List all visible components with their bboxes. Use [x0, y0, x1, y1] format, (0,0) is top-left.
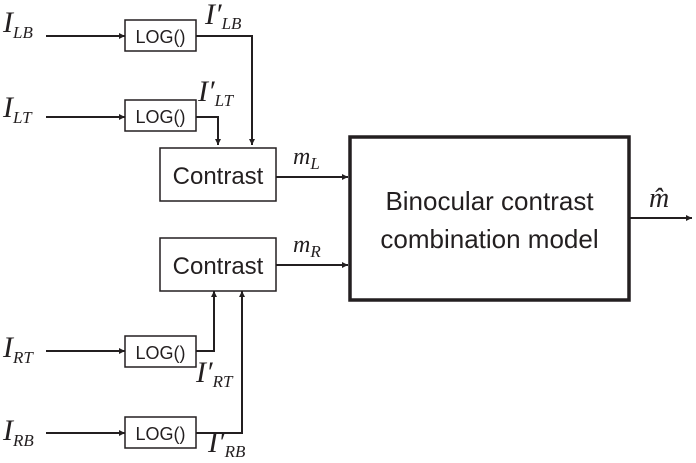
label-m-right: mR [293, 232, 321, 261]
label-input-lb: ILB [2, 6, 33, 42]
contrast-box-left-label: Contrast [173, 163, 264, 190]
label-input-lt: ILT [2, 91, 33, 127]
log-box-lt: LOG() [124, 99, 197, 132]
log-box-lb-label: LOG() [135, 27, 185, 47]
arrow-log-lb-to-contrast-l [196, 35, 255, 145]
arrow-log-rt-to-contrast-r [196, 291, 217, 352]
model-label-line1: Binocular contrast [385, 186, 594, 216]
arrow-log-lt-to-contrast-l [196, 116, 221, 145]
label-log-output-lb: I′LB [204, 0, 242, 33]
model-label-line2: combination model [380, 224, 598, 254]
arrow-log-rb-to-contrast-r [196, 291, 245, 434]
contrast-box-right: Contrast [159, 237, 277, 292]
label-log-output-lt: I′LT [197, 75, 235, 110]
contrast-box-left: Contrast [159, 147, 277, 202]
log-box-lt-label: LOG() [135, 107, 185, 127]
label-log-output-rt: I′RT [195, 356, 234, 391]
label-m-left: mL [293, 144, 320, 173]
contrast-box-right-label: Contrast [173, 253, 264, 280]
label-input-rt: IRT [2, 331, 34, 367]
label-output-m-hat: m̂ [649, 183, 669, 214]
binocular-model-box: Binocular contrast combination model [348, 135, 631, 302]
label-input-rb: IRB [2, 414, 34, 450]
log-box-rt: LOG() [124, 335, 197, 368]
log-box-rb-label: LOG() [135, 424, 185, 444]
log-box-rb: LOG() [124, 416, 197, 449]
label-log-output-rb: I′RB [207, 426, 246, 461]
log-box-lb: LOG() [124, 19, 197, 52]
log-box-rt-label: LOG() [135, 343, 185, 363]
